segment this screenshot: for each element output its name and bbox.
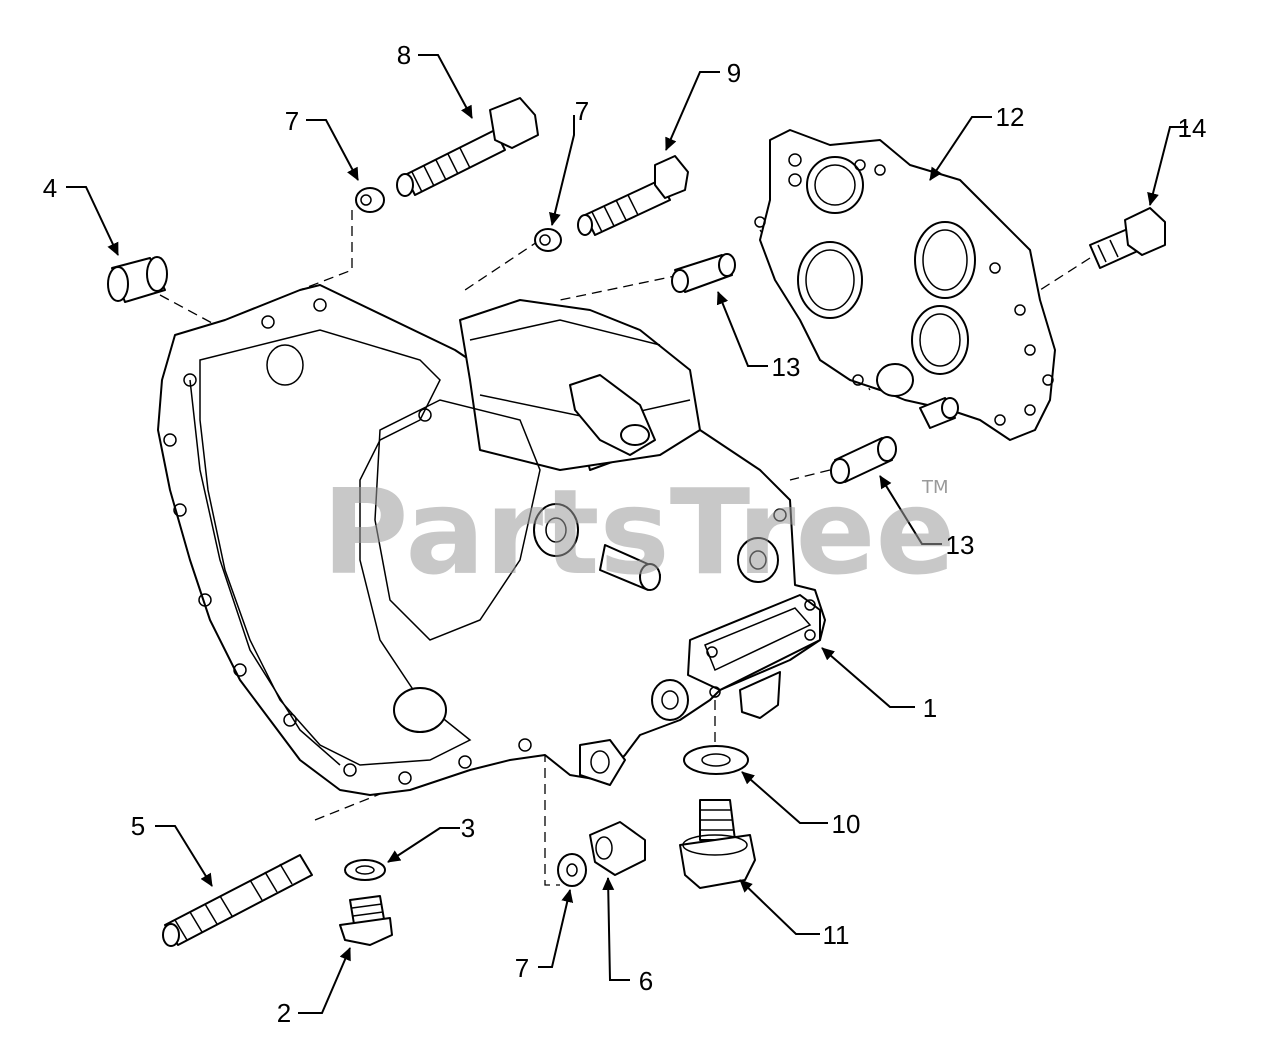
nut [589, 821, 646, 876]
leader-lines [66, 54, 1188, 1014]
watermark-text: PartsTree [322, 463, 956, 601]
short-bolt [577, 155, 689, 236]
watermark: PartsTree TM [322, 463, 956, 601]
callout-c7b: 7 [575, 96, 589, 126]
callout-c1: 1 [923, 693, 937, 723]
callout-c9: 9 [727, 58, 741, 88]
callout-c7c: 7 [515, 953, 529, 983]
dowel-pins [671, 253, 959, 484]
plug [1089, 207, 1166, 269]
transmission-housing [157, 284, 826, 796]
callout-c13a: 13 [772, 352, 801, 382]
callout-c5: 5 [131, 811, 145, 841]
callout-c13b: 13 [946, 530, 975, 560]
fill-fitting [679, 745, 756, 889]
drain-plug [339, 859, 393, 946]
callout-c12: 12 [996, 102, 1025, 132]
callout-c4: 4 [43, 173, 57, 203]
bushing [107, 256, 168, 303]
callout-c14: 14 [1178, 113, 1207, 143]
callout-c11: 11 [823, 920, 850, 950]
long-bolt [396, 97, 539, 197]
callout-c8: 8 [397, 40, 411, 70]
callout-c10: 10 [832, 809, 861, 839]
callout-c2: 2 [277, 998, 291, 1028]
callout-c6: 6 [639, 966, 653, 996]
callout-c3: 3 [461, 813, 475, 843]
watermark-tm: TM [921, 477, 949, 498]
cover-plate [754, 129, 1056, 441]
washers [355, 187, 587, 887]
callout-c7a: 7 [285, 106, 299, 136]
stud [162, 854, 313, 947]
